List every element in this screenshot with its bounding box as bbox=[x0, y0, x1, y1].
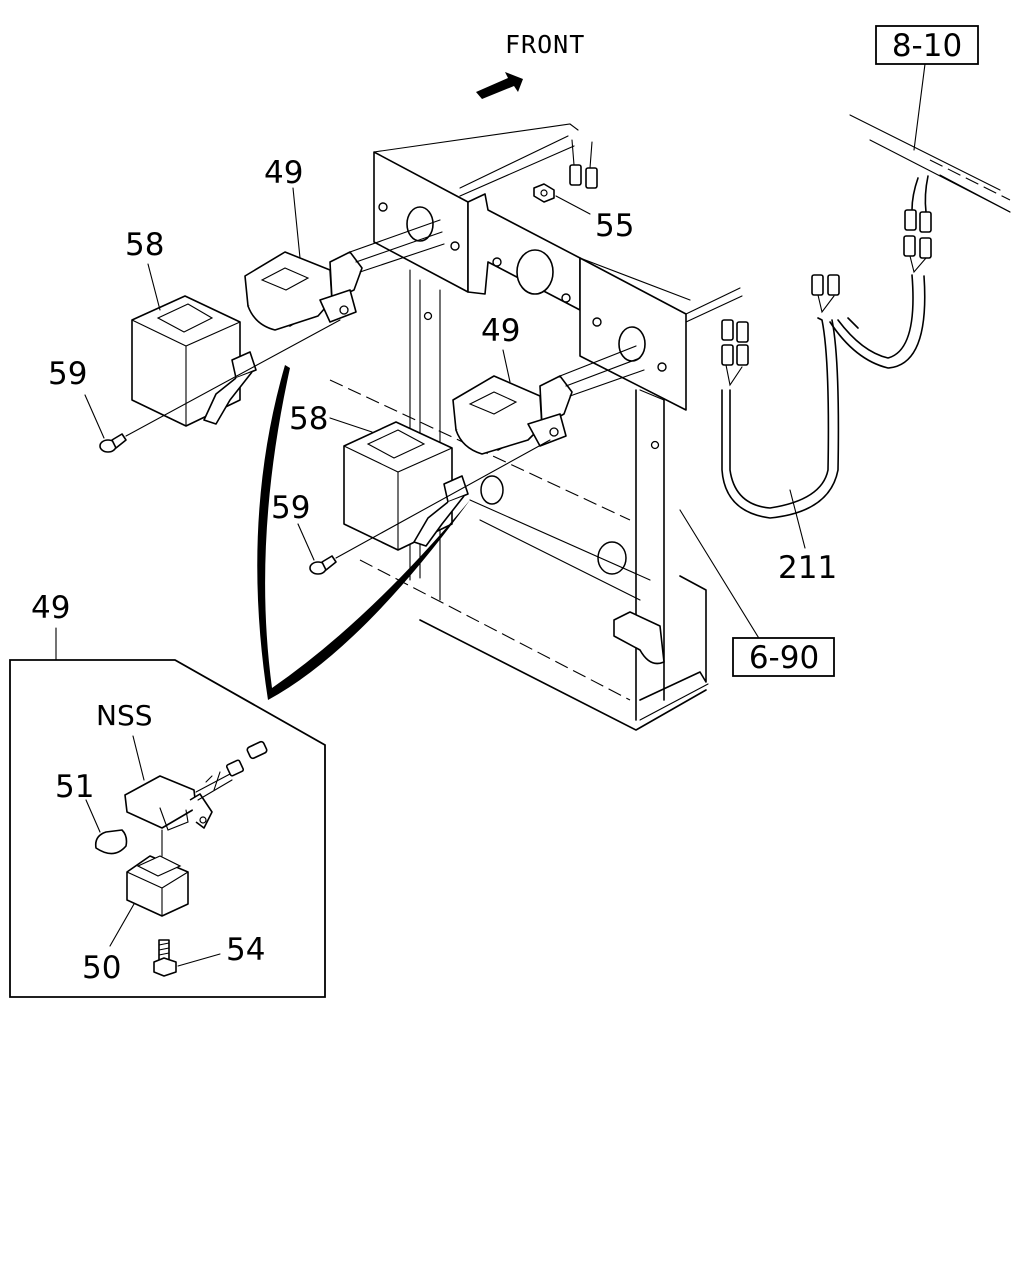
ref-6-90-leader bbox=[679, 509, 761, 641]
part-59-lower-leader bbox=[297, 523, 315, 561]
mounting-bracket[interactable] bbox=[329, 123, 743, 731]
part-58-lower-label: 58 bbox=[289, 401, 328, 437]
cover-58-lower[interactable] bbox=[343, 421, 469, 551]
screw-59-lower[interactable] bbox=[309, 555, 337, 575]
nut-55[interactable] bbox=[533, 183, 555, 203]
lamp-49-lower[interactable] bbox=[452, 345, 645, 455]
vehicle-harness bbox=[829, 114, 1011, 369]
part-58-upper-label: 58 bbox=[125, 227, 164, 263]
screw-59-upper-line bbox=[125, 319, 341, 437]
part-58-upper-leader bbox=[147, 263, 161, 311]
part-49-upper-leader bbox=[292, 187, 301, 259]
ref-6-90-label: 6-90 bbox=[749, 640, 819, 676]
part-59-upper-leader bbox=[84, 394, 105, 439]
front-label: FRONT bbox=[505, 30, 585, 59]
bracket-50[interactable] bbox=[126, 855, 189, 917]
harness-211-leader bbox=[789, 489, 806, 549]
part-50-leader bbox=[109, 903, 135, 947]
detail-callout-sweep bbox=[257, 365, 470, 700]
bolt-54[interactable] bbox=[153, 939, 177, 977]
screw-59-lower-line bbox=[335, 439, 551, 559]
part-49-inset-label: 49 bbox=[31, 590, 70, 626]
lamp-49-upper[interactable] bbox=[244, 219, 445, 331]
part-54-leader bbox=[177, 953, 221, 967]
ref-6-90-box[interactable]: 6-90 bbox=[732, 637, 835, 677]
ref-8-10-leader bbox=[913, 63, 926, 151]
cover-58-upper[interactable] bbox=[131, 295, 257, 427]
part-59-upper-label: 59 bbox=[48, 356, 87, 392]
part-49-lower-leader bbox=[502, 349, 511, 383]
part-211-label: 211 bbox=[778, 550, 837, 586]
part-58-lower-leader bbox=[329, 417, 373, 433]
part-59-lower-label: 59 bbox=[271, 490, 310, 526]
part-51-label: 51 bbox=[55, 769, 94, 805]
part-55-leader bbox=[555, 195, 591, 215]
part-49-lower-label: 49 bbox=[481, 313, 520, 349]
ref-8-10-box[interactable]: 8-10 bbox=[875, 25, 979, 65]
inset-lamp-nss[interactable] bbox=[124, 740, 268, 831]
part-49-upper-label: 49 bbox=[264, 155, 303, 191]
part-50-label: 50 bbox=[82, 950, 121, 986]
screw-59-upper[interactable] bbox=[99, 433, 127, 453]
harness-211[interactable] bbox=[721, 274, 859, 519]
ref-8-10-label: 8-10 bbox=[892, 28, 962, 64]
part-55-label: 55 bbox=[595, 208, 634, 244]
front-arrow-icon bbox=[476, 72, 523, 99]
part-51-leader bbox=[85, 799, 101, 833]
nss-leader bbox=[132, 735, 145, 781]
nss-label: NSS bbox=[96, 699, 153, 732]
lamp-lead-connectors bbox=[569, 139, 598, 189]
bulb-51[interactable] bbox=[94, 829, 128, 855]
part-54-label: 54 bbox=[226, 932, 265, 968]
